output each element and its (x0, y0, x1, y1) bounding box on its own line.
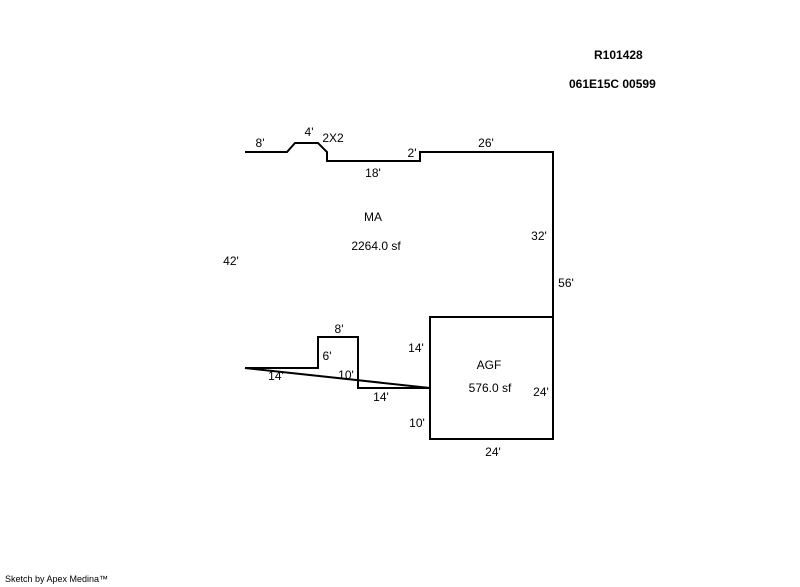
dim-notch-step: 2' (408, 146, 417, 160)
dim-garage-left-upper: 14' (408, 341, 424, 355)
dim-step-drop: 10' (338, 368, 354, 382)
garage-area-size: 576.0 sf (469, 381, 512, 395)
dim-garage-right: 24' (533, 385, 549, 399)
dim-bump-top: 4' (305, 125, 314, 139)
sketch-credit: Sketch by Apex Medina™ (5, 574, 109, 584)
dim-step-side: 6' (323, 349, 332, 363)
main-area-outline (244, 142, 554, 389)
garage-outline (429, 316, 554, 440)
dim-right-total: 56' (558, 276, 574, 290)
dim-bump-label: 2X2 (322, 131, 344, 145)
dim-left-side: 42' (223, 254, 239, 268)
parcel-id: R101428 (594, 48, 643, 62)
dim-garage-left-lower: 10' (409, 416, 425, 430)
dim-right-upper: 32' (531, 229, 547, 243)
dim-step-top: 8' (335, 322, 344, 336)
dim-top-left: 8' (256, 136, 265, 150)
dim-top-right: 26' (478, 136, 494, 150)
dim-notch-bottom: 18' (365, 166, 381, 180)
map-number: 061E15C 00599 (569, 77, 656, 91)
dim-bottom-left: 14' (268, 369, 284, 383)
dim-garage-bottom: 24' (485, 445, 501, 459)
main-area-code: MA (364, 210, 382, 224)
main-area-size: 2264.0 sf (351, 239, 401, 253)
dim-bottom-mid: 14' (373, 390, 389, 404)
garage-area-code: AGF (477, 358, 502, 372)
